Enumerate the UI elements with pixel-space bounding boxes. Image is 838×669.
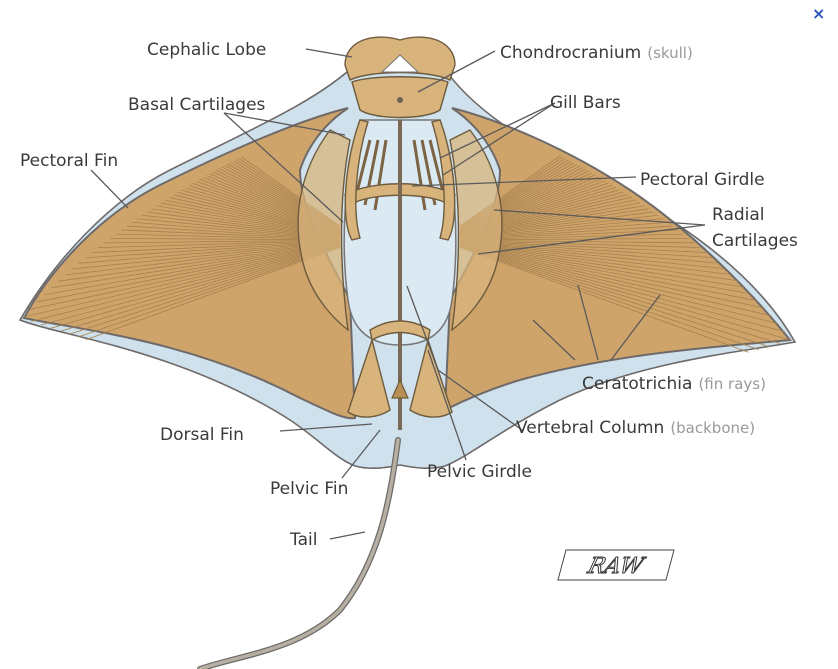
label-pectoral-girdle: Pectoral Girdle <box>640 170 765 190</box>
label-dorsal-fin: Dorsal Fin <box>160 425 244 445</box>
label-vertebral-column: Vertebral Column (backbone) <box>516 418 755 438</box>
label-radial-line2: Cartilages <box>712 231 798 251</box>
label-tail: Tail <box>289 530 317 550</box>
label-chondrocranium: Chondrocranium (skull) <box>500 43 693 63</box>
label-radial-line1: Radial <box>712 205 765 225</box>
label-pectoral-fin: Pectoral Fin <box>20 151 118 171</box>
label-chondrocranium-note: (skull) <box>647 44 693 62</box>
label-ceratotrichia-note: (fin rays) <box>698 375 765 393</box>
label-vertebral-main: Vertebral Column <box>516 418 664 438</box>
label-chondrocranium-main: Chondrocranium <box>500 43 641 63</box>
label-vertebral-note: (backbone) <box>670 419 755 437</box>
label-pelvic-fin: Pelvic Fin <box>270 479 348 499</box>
svg-text:RAW: RAW <box>584 553 648 579</box>
label-basal-cartilages: Basal Cartilages <box>128 95 266 115</box>
artist-signature: RAW <box>558 550 674 580</box>
label-pelvic-girdle: Pelvic Girdle <box>427 462 532 482</box>
label-ceratotrichia: Ceratotrichia (fin rays) <box>582 374 766 394</box>
tail <box>200 440 398 669</box>
label-ceratotrichia-main: Ceratotrichia <box>582 374 692 394</box>
label-gill-bars: Gill Bars <box>550 93 621 113</box>
label-cephalic-lobe: Cephalic Lobe <box>147 40 266 60</box>
